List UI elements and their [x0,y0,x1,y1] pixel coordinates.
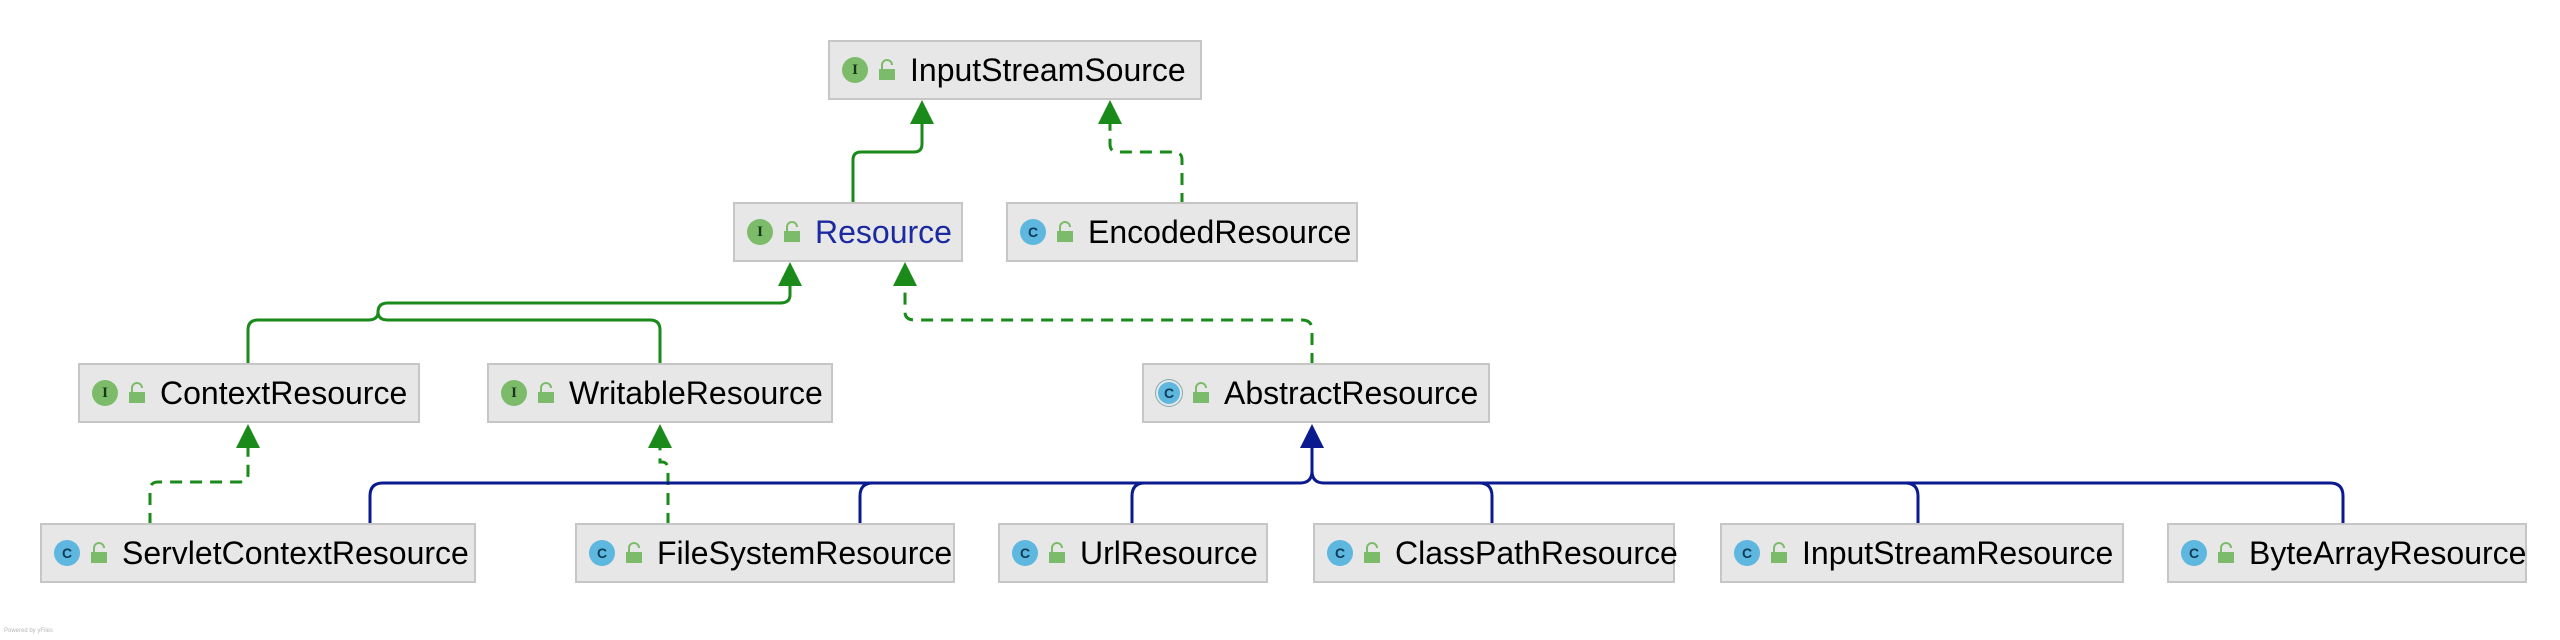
node-inputstreamsource[interactable]: I InputStreamSource [828,40,1202,100]
node-abstractresource[interactable]: C AbstractResource [1142,363,1490,423]
node-label: ServletContextResource [122,534,469,571]
node-label: WritableResource [569,374,823,411]
interface-icon: I [747,219,773,245]
node-label: ContextResource [160,374,408,411]
arrowhead-abstractresource [1300,424,1324,448]
footer-credit: Powered by yFiles [4,628,54,634]
unlock-icon [91,542,107,563]
interface-icon: I [501,380,527,406]
arrowhead-writableresource [648,424,672,448]
unlock-icon [626,542,642,563]
arrowhead-inputstreamsource-left [910,100,934,124]
unlock-icon [1057,221,1073,242]
edge-classpathresource-abstractresource [1478,481,1494,525]
unlock-icon [1049,542,1065,563]
node-label: UrlResource [1080,534,1258,571]
edge-inputstreamresource-abstractresource [1904,481,1920,525]
unlock-icon [2218,542,2234,563]
node-label: FileSystemResource [657,534,953,571]
arrowhead-resource-right [893,262,917,286]
node-label: ByteArrayResource [2249,534,2527,571]
node-label: ClassPathResource [1395,534,1678,571]
class-icon: C [1012,540,1038,566]
edge-contextresource-resource [246,284,792,365]
arrowhead-contextresource [236,424,260,448]
edge-filesystemresource-writableresource [658,446,670,525]
node-label: InputStreamResource [1802,534,2114,571]
node-urlresource[interactable]: C UrlResource [998,523,1268,583]
unlock-icon [538,382,554,403]
abstract-class-icon: C [1156,380,1182,406]
node-bytearrayresource[interactable]: C ByteArrayResource [2167,523,2527,583]
node-inputstreamresource[interactable]: C InputStreamResource [1720,523,2124,583]
class-icon: C [1020,219,1046,245]
node-classpathresource[interactable]: C ClassPathResource [1313,523,1678,583]
unlock-icon [784,221,800,242]
edge-urlresource-abstractresource [1130,481,1146,525]
node-encodedresource[interactable]: C EncodedResource [1006,202,1358,262]
class-icon: C [1734,540,1760,566]
node-writableresource[interactable]: I WritableResource [487,363,833,423]
unlock-icon [1364,542,1380,563]
class-icon: C [54,540,80,566]
edge-servletcontextresource-contextresource [148,446,250,525]
edge-encodedresource-inputstreamsource [1108,122,1184,205]
unlock-icon [1771,542,1787,563]
arrowhead-inputstreamsource-right [1098,100,1122,124]
unlock-icon [879,59,895,80]
edge-filesystemresource-abstractresource [858,481,874,525]
class-icon: C [2181,540,2207,566]
edge-abstractresource-resource [903,284,1314,365]
interface-icon: I [842,57,868,83]
node-label: Resource [815,213,952,250]
arrowhead-resource-left [778,262,802,286]
node-label: EncodedResource [1088,213,1352,250]
class-icon: C [1327,540,1353,566]
unlock-icon [129,382,145,403]
node-filesystemresource[interactable]: C FileSystemResource [575,523,955,583]
unlock-icon [1193,382,1209,403]
class-icon: C [589,540,615,566]
edge-bus-abstractresource [368,446,2345,525]
node-resource[interactable]: I Resource [733,202,963,262]
node-label: AbstractResource [1224,374,1479,411]
node-label: InputStreamSource [910,51,1186,88]
interface-icon: I [92,380,118,406]
node-contextresource[interactable]: I ContextResource [78,363,420,423]
node-servletcontextresource[interactable]: C ServletContextResource [40,523,476,583]
edge-writableresource-resource [376,311,662,365]
edge-resource-inputstreamsource [851,122,924,205]
